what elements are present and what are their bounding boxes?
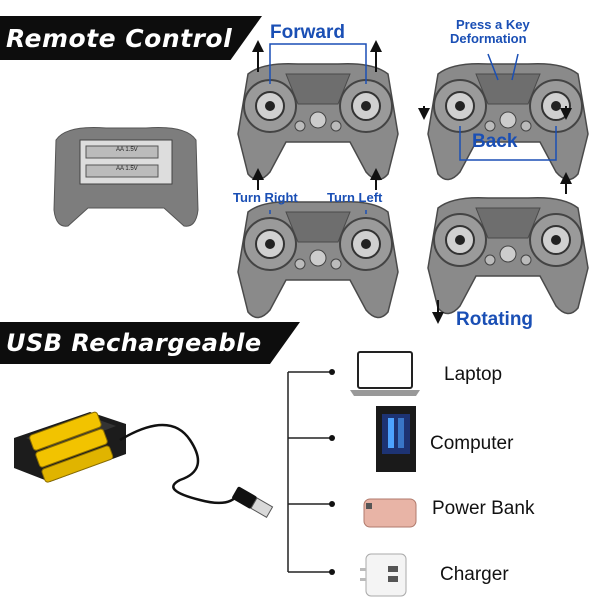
rotating-label: Rotating	[456, 309, 534, 330]
device-label-charger: Charger	[440, 564, 509, 585]
device-label-laptop: Laptop	[444, 364, 503, 385]
remote-control-banner: Remote Control	[0, 16, 262, 60]
battery-label-1: AA 1.5V	[116, 147, 138, 153]
controller-back	[418, 53, 589, 181]
remote-back-illustration	[53, 127, 199, 227]
laptop-icon	[350, 351, 420, 396]
power-bank-icon	[363, 498, 417, 528]
deformation-pointer-2	[511, 53, 519, 81]
computer-tower-icon	[376, 406, 416, 472]
device-label-computer: Computer	[430, 433, 514, 454]
turn-right-label: Turn Right	[233, 190, 298, 205]
press-key-label: Press a Key	[456, 17, 530, 32]
deformation-label: Deformation	[450, 31, 527, 46]
turn-left-label: Turn Left	[327, 190, 383, 205]
deformation-pointer	[487, 53, 499, 81]
charger-icon	[360, 553, 407, 597]
forward-label: Forward	[270, 22, 345, 43]
back-bracket	[459, 126, 557, 161]
remote-control-title: Remote Control	[6, 23, 233, 53]
usb-cable-illustration	[119, 423, 274, 519]
forward-bracket	[269, 43, 367, 84]
controller-rotating	[427, 172, 589, 324]
usb-rechargeable-title: USB Rechargeable	[6, 329, 262, 357]
controller-forward	[237, 40, 399, 181]
controller-turn	[237, 168, 399, 319]
usb-rechargeable-banner: USB Rechargeable	[0, 322, 300, 364]
battery-label-2: AA 1.5V	[116, 166, 138, 172]
device-label-power-bank: Power Bank	[432, 498, 535, 519]
battery-charger-illustration	[14, 411, 126, 483]
back-label: Back	[472, 131, 518, 152]
device-connector-lines	[287, 369, 335, 575]
